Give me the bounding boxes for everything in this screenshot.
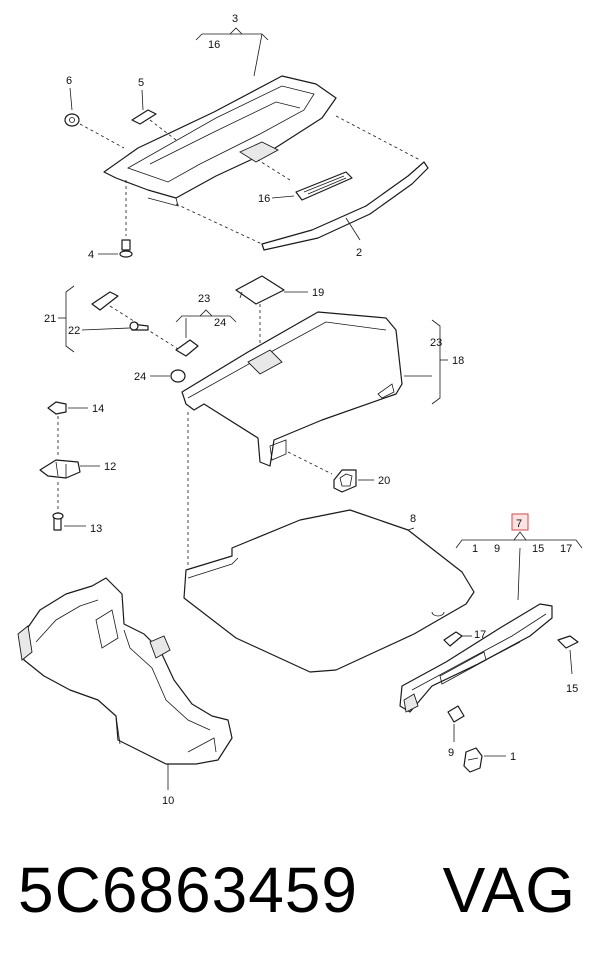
plate-17: 17 [443,629,486,647]
callout-18-bracket: 23 18 [404,319,464,405]
screw-13: 13 [52,512,102,535]
label-15a: 15 [532,543,544,555]
label-1a: 1 [472,543,478,555]
label-21: 21 [44,313,56,325]
label-24a: 24 [214,317,226,329]
clip-15: 15 [557,635,579,695]
label-5: 5 [138,77,144,89]
highlight-7 [511,513,529,531]
trunk-lid-trim [181,311,403,467]
label-20: 20 [378,475,390,487]
label-14: 14 [92,403,104,415]
label-13: 13 [90,523,102,535]
label-3: 3 [232,13,238,25]
clip-12: 12 [39,459,116,479]
label-15b: 15 [566,683,578,695]
label-17a: 17 [560,543,572,555]
parcel-shelf [103,75,337,207]
label-6: 6 [66,75,72,87]
trim-strip-2: 2 [175,115,429,259]
label-2: 2 [356,247,362,259]
label-7: 7 [516,518,522,530]
label-12: 12 [104,461,116,473]
label-16b: 16 [258,193,270,205]
side-trim-10: 10 [17,577,233,807]
callout-23-24-bracket: 23 24 [175,293,237,338]
nut-14: 14 [47,401,104,415]
label-9b: 9 [448,747,454,759]
label-23b: 23 [430,337,442,349]
label-16a: 16 [208,39,220,51]
part-number: 5C6863459 [18,854,358,926]
bracket-plate-21 [91,291,187,355]
callout-3-bracket: 3 16 [195,13,269,77]
label-1b: 1 [510,751,516,763]
label-9a: 9 [494,543,500,555]
label-10: 10 [162,795,174,807]
floor-cover-8: 8 [183,412,475,673]
label-22: 22 [68,325,80,337]
mount-23 [175,339,199,357]
bolt-4: 4 [88,180,133,261]
label-24b: 24 [134,371,146,383]
label-23a: 23 [198,293,210,305]
callout-7-bracket: 7 1 9 15 17 [455,513,583,601]
nut-1: 1 [463,747,516,773]
label-8: 8 [410,513,416,525]
clip-9: 9 [447,705,465,759]
parts-diagram: 3 16 6 5 16 4 [17,13,583,807]
screw-22 [81,321,149,331]
label-19: 19 [312,287,324,299]
grommet-20: 20 [287,451,390,493]
clip-24: 24 [134,369,186,383]
cover-19: 19 [235,275,324,352]
sill-trim-7 [399,603,553,713]
label-4: 4 [88,249,94,261]
clip-6: 6 [64,75,125,149]
pad-5: 5 [131,77,177,141]
label-17b: 17 [474,629,486,641]
strip-16: 16 [257,159,353,205]
label-18: 18 [452,355,464,367]
callout-21-bracket: 21 22 [44,285,80,353]
brand-name: VAG [442,854,576,926]
